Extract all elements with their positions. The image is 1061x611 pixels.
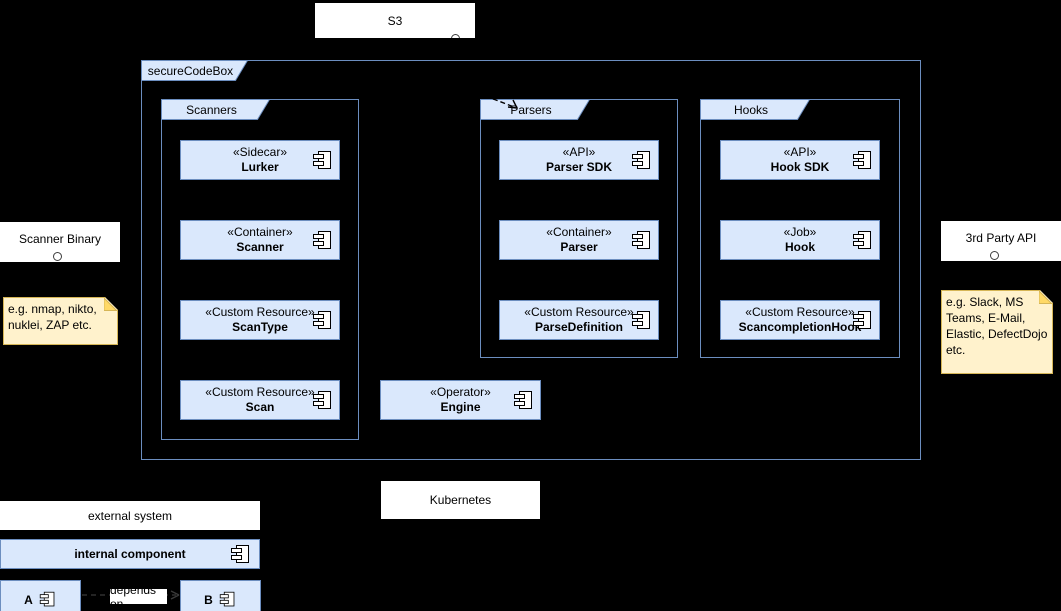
component-icon: [631, 150, 651, 170]
interface-ball-icon: [53, 252, 62, 261]
interface-ball-icon: [451, 34, 460, 38]
note-scanner-examples: e.g. nmap, nikto, nuklei, ZAP etc.: [3, 297, 118, 345]
component-icon: [230, 544, 250, 564]
legend-depends-on-label: depends on: [110, 582, 157, 611]
component-hook-sdk-name: Hook SDK: [770, 160, 830, 174]
tab-shape: [161, 99, 271, 120]
component-parser-name: Parser: [560, 240, 598, 254]
component-lurker-name: Lurker: [241, 160, 279, 174]
component-parsedefinition-stereotype: «Custom Resource»: [524, 305, 634, 319]
legend-external-system: external system: [0, 501, 260, 530]
component-icon: [631, 230, 651, 250]
node-scanner-binary: Scanner Binary: [0, 222, 120, 262]
interface-ball-icon: [990, 251, 999, 260]
note-hook-examples: e.g. Slack, MS Teams, E-Mail, Elastic, D…: [941, 290, 1053, 374]
component-icon: [852, 150, 872, 170]
component-scan: «Custom Resource» Scan: [180, 380, 340, 420]
note-fold-icon: [1039, 291, 1052, 304]
legend-node-a: A: [0, 580, 81, 611]
node-kubernetes: Kubernetes: [381, 481, 540, 519]
component-lurker-stereotype: «Sidecar»: [232, 145, 288, 159]
frame-securecodebox-tab: secureCodeBox: [141, 60, 249, 81]
component-parsedefinition: «Custom Resource» ParseDefinition: [499, 300, 659, 340]
component-icon: [852, 310, 872, 330]
node-s3-label: S3: [387, 13, 403, 28]
component-icon: [312, 310, 332, 330]
component-icon: [631, 310, 651, 330]
frame-scanners: Scanners: [161, 99, 359, 440]
component-parser: «Container» Parser: [499, 220, 659, 260]
component-parser-sdk: «API» Parser SDK: [499, 140, 659, 180]
component-engine-name: Engine: [440, 400, 481, 414]
node-third-party-api: 3rd Party API: [941, 221, 1061, 261]
note-hook-examples-text: e.g. Slack, MS Teams, E-Mail, Elastic, D…: [946, 295, 1048, 357]
component-parser-sdk-stereotype: «API»: [562, 145, 596, 159]
frame-securecodebox: secureCodeBox: [141, 60, 921, 460]
node-third-party-api-label: 3rd Party API: [965, 231, 1037, 245]
component-icon: [312, 230, 332, 250]
component-hook-name: Hook: [785, 240, 815, 254]
component-scan-name: Scan: [245, 400, 275, 414]
legend-node-a-label: A: [24, 593, 33, 607]
component-icon: [513, 390, 533, 410]
component-parsedefinition-name: ParseDefinition: [534, 320, 624, 334]
component-scan-stereotype: «Custom Resource»: [205, 385, 315, 399]
frame-securecodebox-label: secureCodeBox: [147, 63, 234, 78]
legend-internal-component: internal component: [0, 539, 260, 569]
tab-shape: [700, 99, 811, 120]
component-scancompletionhook: «Custom Resource» ScancompletionHook: [720, 300, 880, 340]
node-kubernetes-label: Kubernetes: [429, 493, 492, 507]
frame-parsers-tab: Parsers: [480, 99, 591, 120]
component-scancompletionhook-name: ScancompletionHook: [738, 320, 862, 334]
component-engine: «Operator» Engine: [380, 380, 541, 420]
component-scanner-name: Scanner: [236, 240, 284, 254]
component-icon: [312, 150, 332, 170]
frame-parsers-label: Parsers: [510, 102, 552, 117]
frame-hooks-label: Hooks: [733, 102, 768, 117]
component-icon: [312, 390, 332, 410]
note-scanner-examples-text: e.g. nmap, nikto, nuklei, ZAP etc.: [8, 302, 97, 332]
component-scanner-stereotype: «Container»: [227, 225, 293, 239]
component-hook: «Job» Hook: [720, 220, 880, 260]
component-scantype: «Custom Resource» ScanType: [180, 300, 340, 340]
component-scanner: «Container» Scanner: [180, 220, 340, 260]
component-scancompletionhook-stereotype: «Custom Resource»: [745, 305, 855, 319]
frame-scanners-tab: Scanners: [161, 99, 271, 120]
component-scantype-stereotype: «Custom Resource»: [205, 305, 315, 319]
component-icon: [219, 591, 237, 609]
node-scanner-binary-label: Scanner Binary: [18, 232, 102, 246]
component-icon: [852, 230, 872, 250]
component-lurker: «Sidecar» Lurker: [180, 140, 340, 180]
dependency-arrow: [477, 92, 518, 109]
legend-node-b-label: B: [204, 593, 213, 607]
frame-hooks-tab: Hooks: [700, 99, 811, 120]
component-hook-stereotype: «Job»: [783, 225, 817, 239]
legend-node-b: B: [180, 580, 261, 611]
legend-external-system-label: external system: [87, 508, 173, 523]
frame-scanners-label: Scanners: [186, 102, 237, 117]
frame-hooks: Hooks: [700, 99, 900, 358]
component-parser-stereotype: «Container»: [546, 225, 612, 239]
note-fold-icon: [104, 298, 117, 311]
frame-parsers: Parsers: [480, 99, 678, 358]
node-s3: S3: [315, 3, 475, 38]
component-parser-sdk-name: Parser SDK: [545, 160, 613, 174]
tab-shape: [141, 60, 249, 81]
component-icon: [39, 591, 57, 609]
component-hook-sdk: «API» Hook SDK: [720, 140, 880, 180]
component-scantype-name: ScanType: [232, 320, 288, 334]
component-engine-stereotype: «Operator»: [430, 385, 491, 399]
legend-depends-on: depends on: [110, 583, 167, 611]
tab-shape: [480, 99, 591, 120]
component-hook-sdk-stereotype: «API»: [783, 145, 817, 159]
legend-internal-component-label: internal component: [74, 547, 186, 561]
